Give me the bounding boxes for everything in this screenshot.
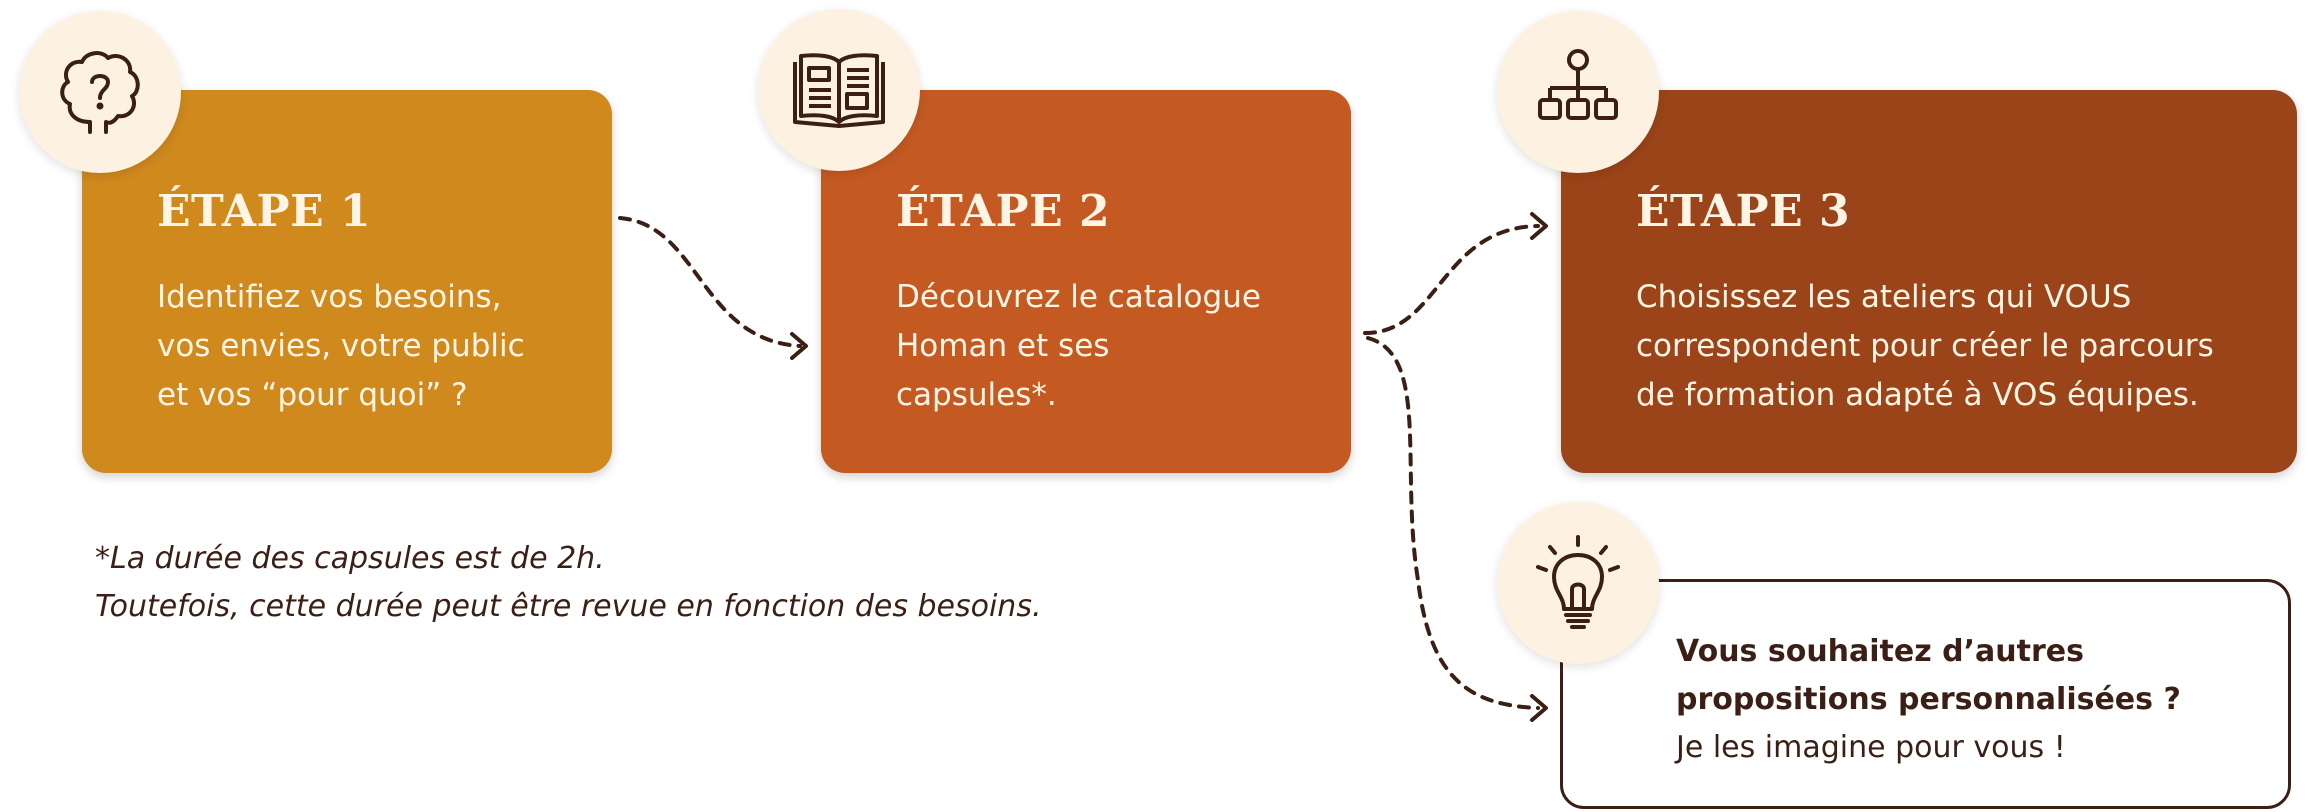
step-1-text: Identifiez vos besoins, vos envies, votr…	[157, 279, 525, 413]
arrow-step2-to-extra	[1366, 336, 1540, 710]
step-1-title: ÉTAPE 1	[157, 186, 372, 237]
hierarchy-icon	[1538, 49, 1618, 120]
arrowhead-extra	[1530, 694, 1548, 722]
custom-proposals-heading-2: propositions personnalisées ?	[1676, 682, 2181, 717]
custom-proposals-badge	[1497, 502, 1659, 664]
arrowhead-step2	[790, 332, 808, 360]
step-3-title: ÉTAPE 3	[1636, 186, 1851, 237]
step-2-card: ÉTAPE 2 Découvrez le catalogue Homan et …	[821, 90, 1351, 473]
duration-note-line-1: *La durée des capsules est de 2h.	[95, 541, 605, 576]
step-1-card: ÉTAPE 1 Identifiez vos besoins, vos envi…	[82, 90, 612, 473]
open-book-icon	[793, 53, 885, 128]
duration-note: *La durée des capsules est de 2h. Toutef…	[95, 535, 1041, 631]
step-2-text: Découvrez le catalogue Homan et ses caps…	[896, 279, 1261, 413]
arrow-step2-to-step3	[1363, 224, 1540, 335]
step-2-badge	[758, 9, 920, 171]
brain-question-icon	[60, 51, 140, 134]
step-2-title: ÉTAPE 2	[896, 186, 1111, 237]
custom-proposals-box: Vous souhaitez d’autres propositions per…	[1560, 579, 2291, 809]
arrow-step1-to-step2	[618, 216, 802, 348]
lightbulb-icon	[1536, 535, 1620, 629]
step-3-card: ÉTAPE 3 Choisissez les ateliers qui VOUS…	[1561, 90, 2297, 473]
duration-note-line-2: Toutefois, cette durée peut être revue e…	[95, 589, 1042, 624]
arrowhead-step3	[1530, 212, 1548, 240]
step-3-text: Choisissez les ateliers qui VOUS corresp…	[1636, 279, 2214, 413]
step-3-badge	[1497, 11, 1659, 173]
custom-proposals-text: Je les imagine pour vous !	[1676, 730, 2066, 765]
custom-proposals-heading-1: Vous souhaitez d’autres	[1676, 634, 2084, 669]
step-1-badge	[19, 11, 181, 173]
